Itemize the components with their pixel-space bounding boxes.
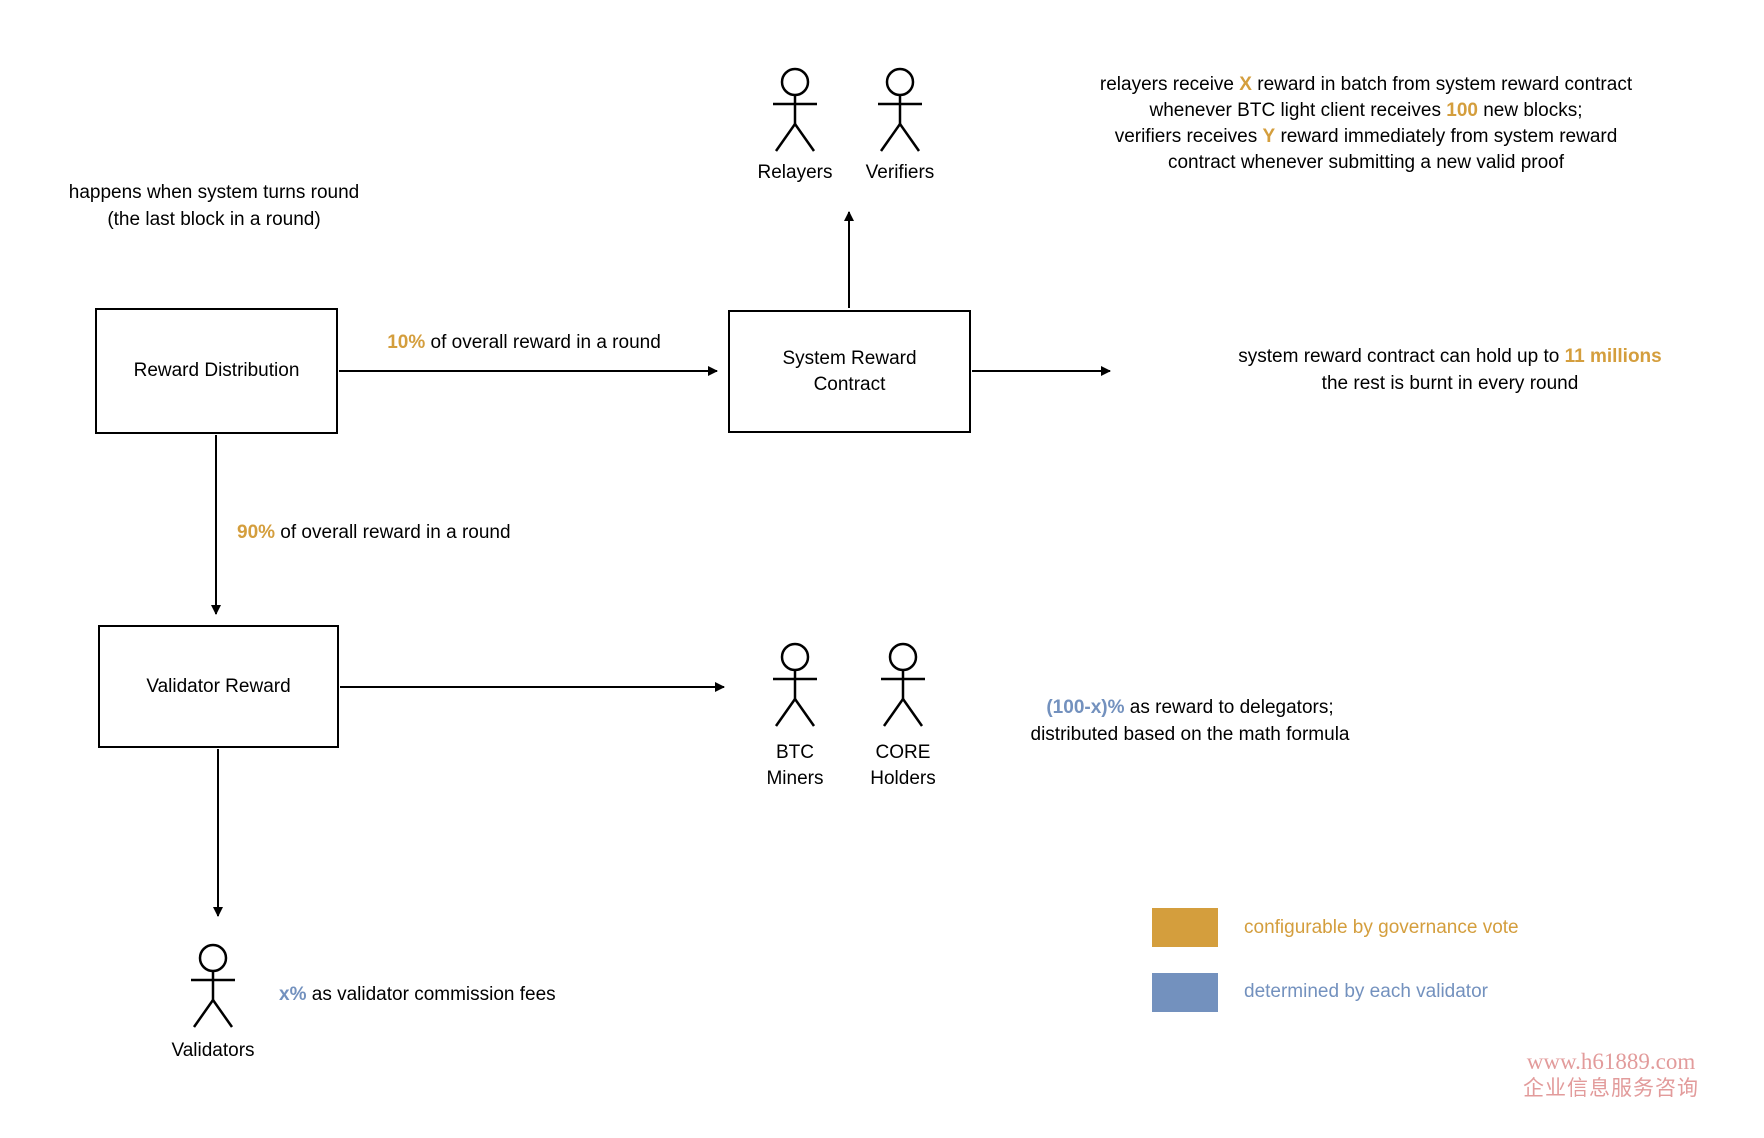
box-label-line: Contract xyxy=(813,373,886,395)
relayers-label: Relayers xyxy=(757,162,833,183)
verifiers-label: Verifiers xyxy=(865,162,935,183)
core-holders-label: CORE Holders xyxy=(853,740,953,792)
btc-miners-label: BTC Miners xyxy=(745,740,845,792)
note-commission-fee: x% as validator commission fees xyxy=(279,981,556,1008)
legend-swatch-blue xyxy=(1152,972,1218,1012)
note-burn-limit: system reward contract can hold up to 11… xyxy=(1140,343,1760,397)
note-line: system reward contract can hold up to 11… xyxy=(1140,343,1760,370)
edge-label-text: of overall reward in a round xyxy=(425,332,661,353)
highlight-x-percent: x% xyxy=(279,984,307,1005)
verifiers-person-icon xyxy=(876,67,924,153)
box-validator-reward: Validator Reward xyxy=(98,625,339,748)
note-text: new blocks; xyxy=(1477,100,1583,121)
legend-label: determined by each validator xyxy=(1244,981,1488,1002)
legend-label: configurable by governance vote xyxy=(1244,916,1519,938)
edge-label-text: of overall reward in a round xyxy=(275,522,511,543)
watermark-caption: 企业信息服务咨询 xyxy=(1523,1076,1699,1100)
note-line: (the last block in a round) xyxy=(107,209,321,230)
note-line: happens when system turns round xyxy=(68,182,360,203)
btc-miners-person-icon xyxy=(771,642,819,728)
legend-swatch-gold xyxy=(1152,908,1218,947)
note-text: whenever BTC light client receives xyxy=(1149,100,1447,121)
note-text: reward in batch from system reward contr… xyxy=(1251,74,1633,95)
note-text: relayers receive xyxy=(1099,74,1240,95)
box-label: Validator Reward xyxy=(146,675,291,697)
note-text: as validator commission fees xyxy=(306,984,556,1005)
note-line: whenever BTC light client receives 100 n… xyxy=(1010,98,1722,124)
highlight-y: Y xyxy=(1262,126,1276,147)
highlight-11-millions: 11 millions xyxy=(1564,346,1662,367)
note-line: relayers receive X reward in batch from … xyxy=(1010,72,1722,98)
legend-item-governance: configurable by governance vote xyxy=(1152,908,1519,947)
box-label-line: System Reward xyxy=(782,347,917,369)
note-delegator-reward: (100-x)% as reward to delegators; distri… xyxy=(890,694,1490,748)
note-line: contract whenever submitting a new valid… xyxy=(1167,152,1565,173)
highlight-100: 100 xyxy=(1446,100,1478,121)
note-text: verifiers receives xyxy=(1114,126,1263,147)
highlight-x: X xyxy=(1239,74,1252,95)
actor-label-line: BTC xyxy=(776,742,814,763)
watermark: www.h61889.com 企业信息服务咨询 xyxy=(1485,1048,1737,1102)
note-line: verifiers receives Y reward immediately … xyxy=(1010,124,1722,150)
note-text: reward immediately from system reward xyxy=(1275,126,1618,147)
highlight-10-percent: 10% xyxy=(387,332,426,353)
box-label: System Reward Contract xyxy=(782,346,916,398)
edge-label-10-percent: 10% of overall reward in a round xyxy=(330,329,718,356)
edge-label-90-percent: 90% of overall reward in a round xyxy=(237,519,511,546)
highlight-100-minus-x: (100-x)% xyxy=(1046,697,1125,718)
box-label: Reward Distribution xyxy=(133,360,300,381)
relayers-person-icon xyxy=(771,67,819,153)
note-text: system reward contract can hold up to xyxy=(1238,346,1565,367)
note-round-trigger: happens when system turns round (the las… xyxy=(18,179,410,233)
note-line: the rest is burnt in every round xyxy=(1321,373,1579,394)
note-relayer-verifier-reward: relayers receive X reward in batch from … xyxy=(1010,72,1722,176)
watermark-url: www.h61889.com xyxy=(1526,1049,1696,1074)
box-reward-distribution: Reward Distribution xyxy=(95,308,338,434)
highlight-90-percent: 90% xyxy=(237,522,276,543)
actor-label-line: Holders xyxy=(870,768,936,789)
note-line: distributed based on the math formula xyxy=(1030,724,1350,745)
actor-label-line: CORE xyxy=(875,742,931,763)
validators-label: Validators xyxy=(171,1040,255,1061)
note-line: (100-x)% as reward to delegators; xyxy=(890,694,1490,721)
actor-label-line: Miners xyxy=(766,768,824,789)
legend-item-validator: determined by each validator xyxy=(1152,972,1488,1012)
note-text: as reward to delegators; xyxy=(1124,697,1334,718)
box-system-reward-contract: System Reward Contract xyxy=(728,310,971,433)
validators-person-icon xyxy=(189,943,237,1029)
